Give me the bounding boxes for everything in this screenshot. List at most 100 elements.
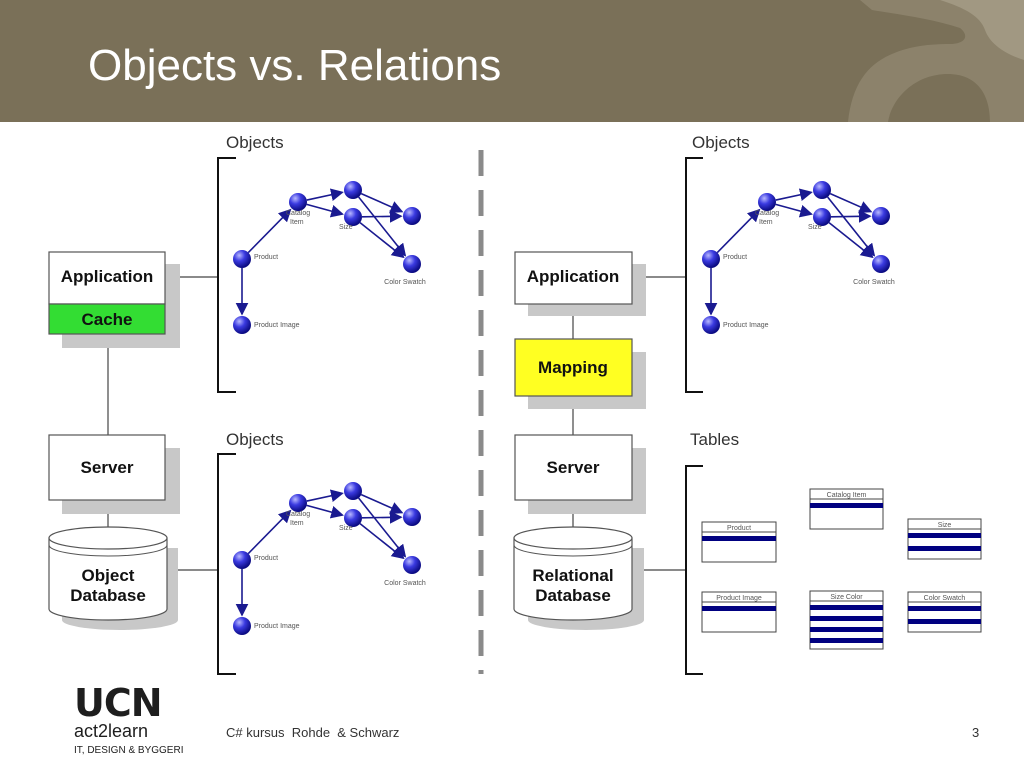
left-top-bracket [217, 157, 236, 393]
right-top-objects-label: Objects [692, 133, 750, 152]
left-bottom-objects-label: Objects [226, 430, 284, 449]
graph-edge [361, 209, 403, 223]
graph-node-sizeA [813, 181, 831, 199]
logo-subtitle: IT, DESIGN & BYGGERI [74, 745, 184, 756]
graph-label-product: Product [723, 254, 747, 261]
graph-node-sizeB [813, 208, 831, 226]
right-db-label-line2: Database [535, 586, 611, 605]
left-bottom-bracket [217, 453, 236, 675]
left-server-label: Server [81, 458, 134, 477]
right-db-top [513, 526, 633, 550]
graph-edge [830, 209, 872, 223]
table-name: Catalog Item [827, 492, 867, 499]
graph-edge [716, 208, 761, 254]
left-server-box [48, 434, 166, 501]
right-db-label-line1: Relational [532, 566, 613, 585]
table-row-stripe [908, 606, 981, 611]
graph-edge [359, 221, 405, 259]
right-mapping-box [514, 338, 633, 397]
table-color-swatch: Color Swatch [907, 591, 982, 633]
table-row-stripe [810, 605, 883, 610]
table-name: Color Swatch [924, 595, 966, 602]
graph-node-right1 [403, 508, 421, 526]
right-application-box [514, 251, 633, 305]
left-db-label-line1: Object [82, 566, 135, 585]
title-bar: Objects vs. Relations [0, 0, 1024, 122]
table-row-stripe [702, 606, 776, 611]
table-row-stripe [810, 627, 883, 632]
table-row-stripe [908, 533, 981, 538]
logo-wordmark: UCN [74, 681, 163, 725]
graph-node-sizeA [344, 181, 362, 199]
table-frame [907, 518, 982, 560]
left-cache-label: Cache [81, 310, 132, 329]
graph-node-product [233, 250, 251, 268]
graph-label-size: Size [339, 525, 353, 532]
right-bottom-bracket [685, 465, 703, 675]
graph-label-image: Product Image [723, 322, 769, 329]
graph-label-size: Size [808, 224, 822, 231]
table-name: Product Image [716, 595, 762, 602]
graph-node-catalog [758, 193, 776, 211]
graph-edge [359, 522, 405, 560]
footer-text: C# kursus Rohde & Schwarz [226, 725, 400, 740]
graph-node-sizeB [344, 208, 362, 226]
right-server-box [514, 434, 633, 501]
left-object-database [48, 538, 168, 621]
table-frame [907, 591, 982, 633]
right-top-bracket [685, 157, 703, 393]
right-tables-label: Tables [690, 430, 739, 449]
graph-label-color: Color Swatch [384, 580, 426, 587]
graph-node-image [233, 316, 251, 334]
graph-node-right1 [872, 207, 890, 225]
graph-node-color [403, 255, 421, 273]
graph-node-color [872, 255, 890, 273]
graph-node-sizeA [344, 482, 362, 500]
table-size-color: Size Color [809, 590, 884, 650]
graph-node-sizeB [344, 509, 362, 527]
right-server-label: Server [547, 458, 600, 477]
table-row-stripe [810, 503, 883, 508]
left-architecture: Application Cache Server Object Database… [48, 133, 284, 675]
left-cache-box [48, 303, 166, 335]
graph-node-color [403, 556, 421, 574]
table-product: Product [701, 521, 777, 563]
table-row-stripe [810, 616, 883, 621]
table-row-stripe [810, 638, 883, 643]
table-name: Size [938, 522, 952, 529]
table-product-image: Product Image [701, 591, 777, 633]
table-frame [809, 488, 884, 530]
graph-node-image [233, 617, 251, 635]
left-db-ring [48, 544, 168, 557]
graph-label-color: Color Swatch [853, 279, 895, 286]
graph-label-size: Size [339, 224, 353, 231]
graph-edge [247, 509, 292, 555]
ucn-logo: UCN act2learn IT, DESIGN & BYGGERI [74, 684, 214, 764]
right-db-ring [513, 544, 633, 557]
table-catalog-item: Catalog Item [809, 488, 884, 530]
graph-edge [306, 489, 344, 502]
table-size: Size [907, 518, 982, 560]
graph-node-product [233, 551, 251, 569]
graph-edge [247, 208, 292, 254]
graph-edge [828, 221, 874, 259]
table-row-stripe [908, 546, 981, 551]
right-application-label: Application [527, 267, 620, 286]
left-top-objects-label: Objects [226, 133, 284, 152]
graph-node-catalog [289, 494, 307, 512]
graph-edge [775, 188, 813, 201]
title-decoration [848, 0, 1024, 122]
table-name: Product [727, 525, 751, 532]
right-relational-database [513, 538, 633, 621]
graph-node-product [702, 250, 720, 268]
graph-node-right1 [403, 207, 421, 225]
slide-title: Objects vs. Relations [88, 41, 502, 90]
